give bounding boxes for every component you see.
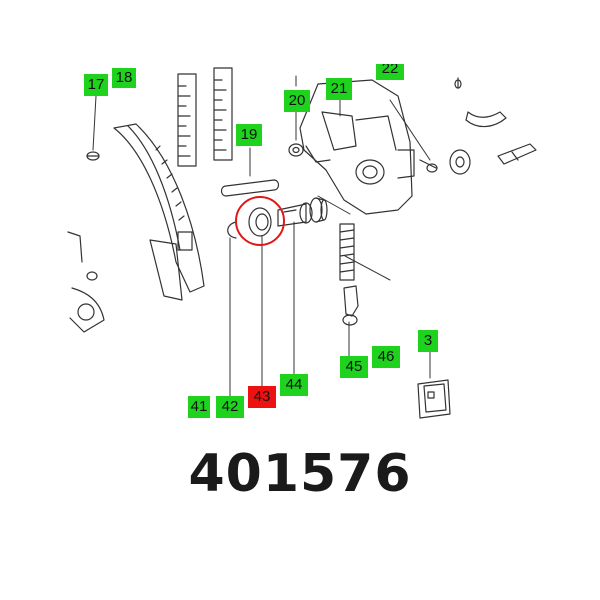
knob-part-45 bbox=[342, 285, 359, 326]
part-number-label: 401576 bbox=[188, 444, 412, 504]
switch-part-3 bbox=[417, 379, 451, 419]
callout-21[interactable]: 21 bbox=[326, 78, 352, 100]
callout-45[interactable]: 45 bbox=[340, 356, 368, 378]
scale-strip-right bbox=[213, 67, 233, 161]
callout-18[interactable]: 18 bbox=[112, 68, 136, 88]
callout-19[interactable]: 19 bbox=[236, 124, 262, 146]
bearing-part-43 bbox=[248, 207, 272, 237]
callout-20[interactable]: 20 bbox=[284, 90, 310, 112]
callout-44[interactable]: 44 bbox=[280, 374, 308, 396]
bevel-scale-arc bbox=[113, 123, 205, 301]
callout-22[interactable]: 22 bbox=[376, 64, 404, 80]
shaft-part-44 bbox=[277, 197, 328, 227]
callout-42[interactable]: 42 bbox=[216, 396, 244, 418]
spring-part bbox=[339, 223, 355, 281]
nut-part-20 bbox=[288, 143, 304, 157]
screw-part-17 bbox=[86, 151, 100, 161]
callout-17[interactable]: 17 bbox=[84, 74, 108, 96]
scale-strip-left bbox=[177, 73, 197, 167]
callout-3[interactable]: 3 bbox=[418, 330, 438, 352]
rod-part-19 bbox=[220, 179, 280, 197]
circlip-part-41 bbox=[227, 221, 237, 239]
pin-part-22 bbox=[419, 159, 438, 173]
leader-lines bbox=[92, 75, 431, 397]
highlight-circle bbox=[235, 196, 285, 246]
lever-top-right bbox=[454, 77, 507, 128]
callout-41[interactable]: 41 bbox=[188, 396, 210, 418]
housing-part-21 bbox=[299, 79, 415, 215]
callout-43[interactable]: 43 bbox=[248, 386, 276, 408]
bearing-right bbox=[449, 149, 471, 175]
clamp-lever-right bbox=[497, 143, 537, 165]
partial-assembly-left bbox=[67, 231, 105, 333]
callout-46[interactable]: 46 bbox=[372, 346, 400, 368]
